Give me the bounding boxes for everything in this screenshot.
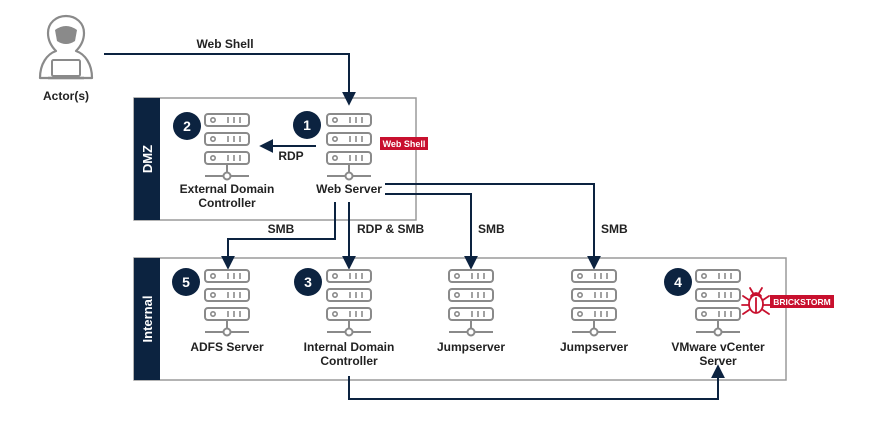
- step-badges: 2 1 5 3 4: [172, 111, 692, 296]
- edge-label-web-to-adfs: SMB: [268, 222, 295, 236]
- step-badge-1: 1: [303, 117, 311, 133]
- edge-label-web-to-external-dc: RDP: [278, 149, 303, 163]
- web-server-node: Web Server Web Shell: [316, 113, 428, 196]
- vcenter-node: VMware vCenter Server BRICKSTORM: [671, 269, 834, 368]
- internal-dc-label-line1: Internal Domain: [304, 340, 395, 354]
- vcenter-label-line2: Server: [699, 354, 737, 368]
- edge-actor-to-web-server: [104, 53, 356, 106]
- internal-dc-label-line2: Controller: [320, 354, 378, 368]
- edge-label-web-to-jumpserver-2: SMB: [601, 222, 628, 236]
- step-badge-5: 5: [182, 274, 190, 290]
- jumpserver-1-label: Jumpserver: [437, 340, 505, 354]
- external-dc-label-line1: External Domain: [180, 182, 275, 196]
- actor-label: Actor(s): [43, 89, 89, 103]
- step-badge-4: 4: [674, 274, 682, 290]
- internal-zone-label: Internal: [140, 296, 155, 343]
- brickstorm-tag-text: BRICKSTORM: [773, 297, 830, 307]
- edge-web-to-jumpserver-1: [385, 193, 478, 270]
- dmz-zone-label: DMZ: [140, 145, 155, 173]
- actor: Actor(s): [38, 14, 94, 103]
- step-badge-3: 3: [304, 274, 312, 290]
- external-dc-label-line2: Controller: [198, 196, 256, 210]
- edge-label-web-to-jumpserver-1: SMB: [478, 222, 505, 236]
- adfs-label: ADFS Server: [190, 340, 264, 354]
- edge-web-to-adfs: [221, 202, 336, 270]
- brickstorm-tag: [770, 295, 834, 308]
- vcenter-label-line1: VMware vCenter: [671, 340, 765, 354]
- internal-dc-node: Internal Domain Controller: [304, 269, 395, 368]
- edge-label-actor-to-web: Web Shell: [196, 37, 253, 51]
- web-server-label: Web Server: [316, 182, 382, 196]
- edge-internal-dc-to-vcenter: [348, 364, 725, 400]
- external-dc-node: External Domain Controller: [180, 113, 275, 210]
- hacker-with-laptop-icon: [38, 14, 94, 80]
- jumpserver-2-label: Jumpserver: [560, 340, 628, 354]
- edge-web-to-jumpserver-2: [385, 183, 601, 270]
- connectors: [104, 53, 725, 400]
- jumpserver-1-node: Jumpserver: [437, 269, 505, 354]
- adfs-node: ADFS Server: [190, 269, 264, 354]
- dmz-zone: DMZ: [133, 97, 417, 221]
- web-shell-tag-text: Web Shell: [383, 139, 426, 149]
- malware-bug-icon: [741, 287, 771, 315]
- web-shell-tag: [380, 137, 428, 150]
- jumpserver-2-node: Jumpserver: [560, 269, 628, 354]
- step-badge-2: 2: [183, 118, 191, 134]
- edge-label-web-to-internal-dc: RDP & SMB: [357, 222, 424, 236]
